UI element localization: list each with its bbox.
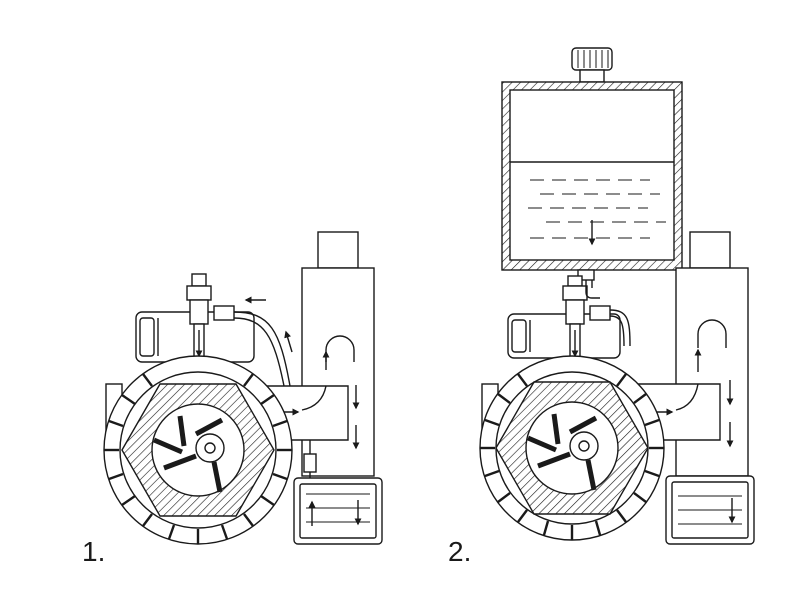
duct-elbow bbox=[301, 385, 327, 411]
valve-body bbox=[565, 299, 585, 325]
rotor-hub bbox=[204, 442, 216, 454]
cooling-fins bbox=[104, 373, 292, 544]
flow-arrow-icon bbox=[284, 330, 293, 353]
knob-icon bbox=[577, 50, 609, 68]
oil-pipe bbox=[233, 311, 291, 387]
exhaust-cap bbox=[689, 231, 731, 269]
oil-pan bbox=[293, 477, 383, 545]
valve-nut bbox=[186, 285, 212, 301]
exhaust-column bbox=[675, 267, 749, 477]
drain-fitting bbox=[303, 453, 317, 473]
cooling-fins bbox=[480, 373, 664, 540]
rotor-vanes bbox=[153, 415, 224, 493]
valve-top bbox=[191, 273, 207, 287]
panel-label-1: 1. bbox=[82, 536, 106, 567]
panel-2 bbox=[479, 47, 755, 545]
exhaust-column bbox=[301, 267, 375, 477]
duct-elbow bbox=[675, 383, 699, 411]
filler-neck bbox=[579, 69, 605, 83]
drive-cap bbox=[511, 319, 527, 353]
exhaust-cap bbox=[317, 231, 359, 269]
valve-nut bbox=[562, 285, 588, 301]
valve-fitting bbox=[589, 305, 611, 321]
panel-label-2: 2. bbox=[448, 536, 472, 567]
oil-pipe-inner bbox=[233, 317, 285, 387]
rotor-vanes bbox=[527, 413, 598, 491]
panel-1 bbox=[103, 231, 383, 545]
oil-pan-inner bbox=[299, 483, 377, 539]
valve-body bbox=[189, 299, 209, 325]
oil-pipe bbox=[609, 309, 631, 347]
oil-pipe-inner bbox=[609, 315, 625, 347]
oil-pan-inner bbox=[671, 481, 749, 539]
reservoir-oil-lines bbox=[528, 179, 666, 239]
u-bend bbox=[325, 335, 355, 362]
valve-fitting bbox=[213, 305, 235, 321]
valve-top bbox=[567, 275, 583, 287]
rotor-hub bbox=[578, 440, 590, 452]
drive-cap bbox=[139, 317, 155, 357]
pump-fin-ring bbox=[119, 371, 277, 529]
u-bend bbox=[697, 319, 727, 348]
reservoir-feed-tube bbox=[585, 280, 600, 299]
